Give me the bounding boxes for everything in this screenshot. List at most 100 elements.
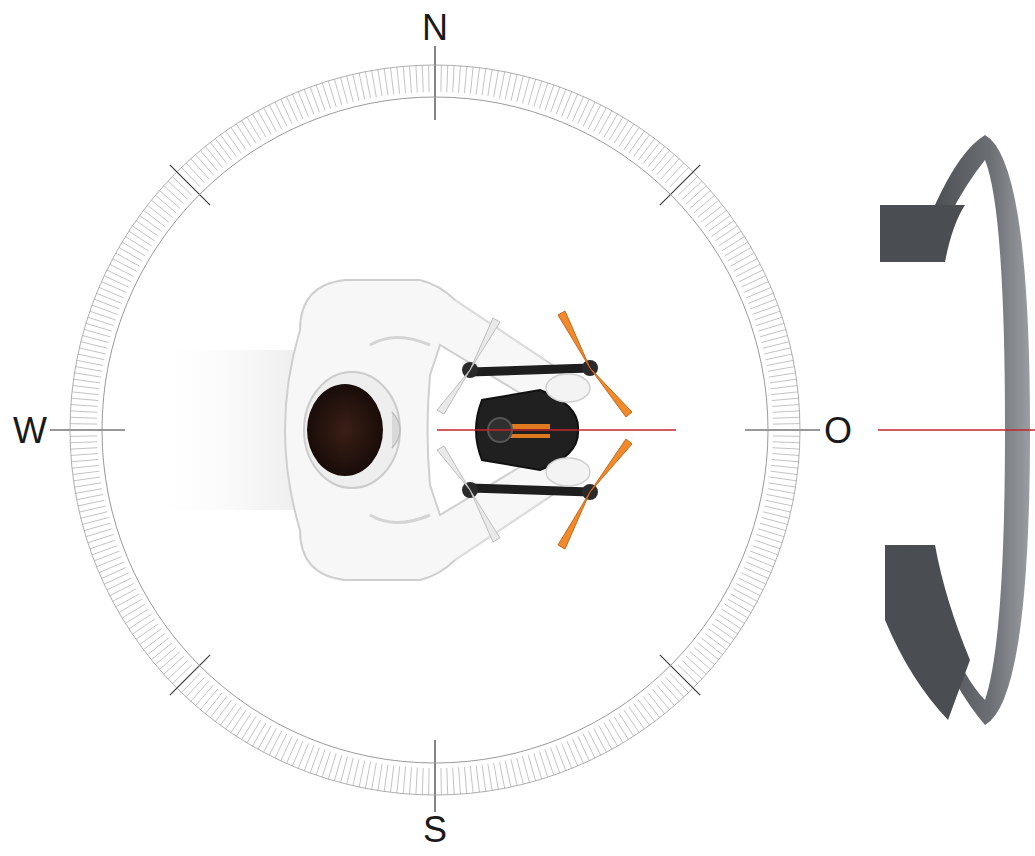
tick-mark <box>567 741 578 766</box>
tick-mark <box>588 731 600 755</box>
compass-direction: N <box>420 10 450 46</box>
tick-mark <box>572 739 583 764</box>
tick-mark <box>347 76 354 102</box>
tick-mark <box>70 441 97 443</box>
tick-mark <box>292 741 303 766</box>
tick-mark <box>624 127 639 149</box>
tick-mark <box>104 276 128 287</box>
tick-mark <box>773 417 800 419</box>
tick-mark <box>76 489 103 494</box>
tick-mark <box>73 471 100 474</box>
tick-mark <box>186 677 204 697</box>
tick-mark <box>660 165 700 205</box>
tick-mark <box>353 74 359 100</box>
tick-mark <box>287 739 298 764</box>
tick-mark <box>88 317 114 325</box>
tick-mark <box>736 264 760 276</box>
tick-mark <box>191 159 209 179</box>
tick-mark <box>708 629 730 645</box>
tick-mark <box>94 299 119 309</box>
tick-mark <box>210 696 227 717</box>
tick-mark <box>76 367 103 372</box>
tick-mark <box>764 348 790 354</box>
tick-mark <box>760 523 786 530</box>
tick-mark <box>298 743 308 768</box>
tick-mark <box>748 557 773 567</box>
tick-mark <box>666 677 684 697</box>
tick-mark <box>292 94 303 119</box>
tick-mark <box>470 766 473 793</box>
tick-mark <box>761 517 787 524</box>
tick-mark <box>102 567 127 578</box>
tick-mark <box>733 589 757 602</box>
tick-mark <box>718 614 741 629</box>
tick-mark <box>694 647 715 664</box>
tick-mark <box>81 512 107 519</box>
tick-mark <box>728 248 751 262</box>
tick-mark <box>652 150 669 171</box>
tick-mark <box>705 633 727 649</box>
tick-mark <box>638 138 654 160</box>
tick-mark <box>694 195 715 212</box>
tick-mark <box>304 746 314 771</box>
tick-mark <box>70 417 97 419</box>
tick-mark <box>453 768 454 795</box>
tick-mark <box>410 66 412 93</box>
tick-mark <box>143 633 165 649</box>
tick-mark <box>767 360 794 365</box>
tick-mark <box>772 398 799 400</box>
tick-mark <box>73 386 100 389</box>
tick-mark <box>715 619 737 634</box>
tick-mark <box>599 111 612 135</box>
tick-mark <box>772 454 799 456</box>
tick-mark <box>125 609 148 623</box>
tick-mark <box>768 489 795 494</box>
tick-mark <box>110 583 134 595</box>
tick-mark <box>147 205 168 222</box>
tick-mark <box>71 454 98 456</box>
tick-mark <box>88 534 114 542</box>
tick-mark <box>129 614 152 629</box>
tick-mark <box>715 226 737 241</box>
tick-mark <box>539 83 547 109</box>
tick-mark <box>583 734 595 758</box>
tick-mark <box>353 759 359 785</box>
tick-mark <box>210 142 227 163</box>
tick-mark <box>488 69 492 96</box>
tick-mark <box>528 755 535 781</box>
tick-mark <box>168 181 188 199</box>
tick-mark <box>140 629 162 645</box>
tick-mark <box>758 323 784 331</box>
tick-mark <box>200 150 217 171</box>
tick-mark <box>205 693 222 714</box>
tick-mark <box>298 92 308 117</box>
tick-mark <box>629 131 644 153</box>
tick-mark <box>205 146 222 167</box>
tick-mark <box>733 259 757 272</box>
tick-mark <box>594 108 607 132</box>
tick-mark <box>151 643 172 660</box>
tick-mark <box>741 573 765 584</box>
tick-mark <box>440 65 441 92</box>
tick-mark <box>464 767 466 794</box>
tick-mark <box>102 282 127 293</box>
tick-mark <box>155 195 176 212</box>
tick-mark <box>97 557 122 567</box>
compass-ticks <box>50 45 820 815</box>
tick-mark <box>446 768 448 795</box>
tick-mark <box>434 45 435 120</box>
tick-mark <box>764 506 790 512</box>
compass-direction: S <box>421 812 449 848</box>
tick-mark <box>275 734 287 758</box>
tick-mark <box>599 726 612 750</box>
tick-mark <box>482 765 486 792</box>
tick-mark <box>428 768 429 795</box>
tick-mark <box>164 186 184 204</box>
tick-mark <box>760 329 786 336</box>
tick-mark <box>562 92 572 117</box>
tick-mark <box>725 604 748 618</box>
tick-mark <box>341 77 348 103</box>
tick-mark <box>499 72 504 99</box>
compass-direction: W <box>11 413 49 449</box>
